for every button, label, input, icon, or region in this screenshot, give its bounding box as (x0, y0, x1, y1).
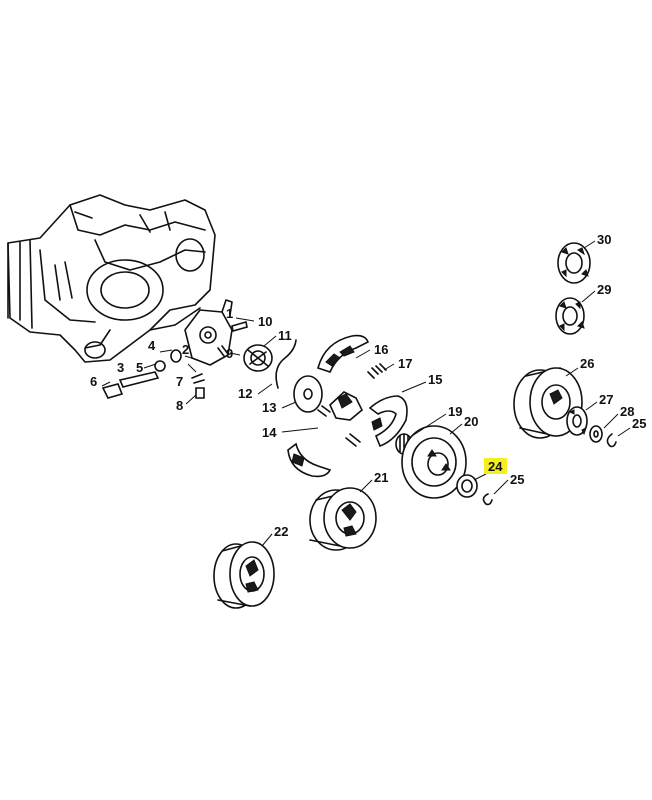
spring-part-9 (217, 345, 229, 357)
label-30: 30 (597, 232, 611, 247)
label-9: 9 (226, 346, 233, 361)
rim-sprocket-part-30 (557, 242, 591, 284)
label-27: 27 (599, 392, 613, 407)
label-28: 28 (620, 404, 634, 419)
label-24: 24 (488, 459, 503, 474)
label-8: 8 (176, 398, 183, 413)
screw-part-10 (231, 320, 248, 333)
spring-wire-part-12 (275, 339, 297, 389)
plug-part-6 (101, 383, 124, 399)
label-15: 15 (428, 372, 442, 387)
label-22: 22 (274, 524, 288, 539)
sprocket-drum-part-22 (213, 541, 275, 609)
washer-part-5 (154, 360, 166, 372)
label-13: 13 (262, 400, 276, 415)
label-25-upper: 25 (632, 416, 646, 431)
clutch-shoe-lower (287, 442, 332, 478)
label-29: 29 (597, 282, 611, 297)
clutch-hub-part-14 (317, 391, 363, 447)
clutch-drum-part-20 (401, 425, 467, 499)
label-2: 2 (182, 342, 189, 357)
label-26: 26 (580, 356, 594, 371)
label-10: 10 (258, 314, 272, 329)
label-6: 6 (90, 374, 97, 389)
worm-gear-part-11 (243, 344, 273, 372)
label-24-highlight (484, 458, 507, 474)
oil-pump-assembly (184, 299, 233, 366)
label-5: 5 (136, 360, 143, 375)
washer-part-24 (456, 474, 478, 498)
rim-sprocket-part-27 (566, 406, 588, 436)
washer-part-4 (170, 349, 182, 363)
clutch-shoe-part-15 (368, 395, 408, 448)
label-7: 7 (176, 374, 183, 389)
pin-part-3 (118, 371, 160, 388)
washer-part-28 (589, 425, 603, 443)
label-4: 4 (148, 338, 156, 353)
e-clip-part-25-upper (606, 433, 617, 448)
rim-sprocket-part-29 (555, 297, 585, 335)
label-11: 11 (278, 328, 292, 343)
leader-lines (101, 240, 631, 547)
clutch-shoe-part-16 (317, 334, 370, 373)
label-1: 1 (226, 306, 233, 321)
label-17: 17 (398, 356, 412, 371)
e-clip-part-25-lower (482, 493, 493, 506)
cover-disc-part-13 (293, 375, 323, 413)
sprocket-drum-part-21 (309, 487, 377, 551)
label-14: 14 (262, 425, 277, 440)
clutch-spring-part-17 (367, 363, 387, 379)
label-20: 20 (464, 414, 478, 429)
label-16: 16 (374, 342, 388, 357)
label-19: 19 (448, 404, 462, 419)
clip-part-7 (191, 373, 205, 384)
label-3: 3 (117, 360, 124, 375)
label-25-lower: 25 (510, 472, 524, 487)
screw-part-8 (195, 387, 205, 399)
label-21: 21 (374, 470, 388, 485)
crankcase-housing (7, 194, 216, 363)
label-12: 12 (238, 386, 252, 401)
